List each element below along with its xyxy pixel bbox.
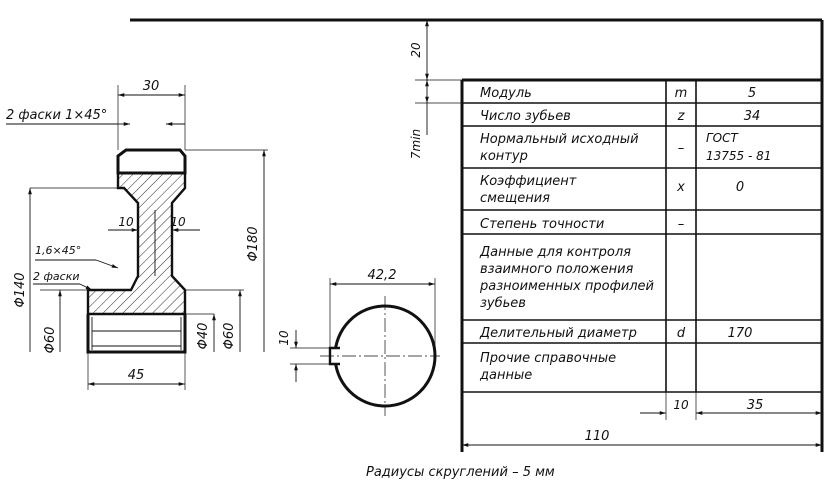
drawing-frame	[130, 18, 824, 452]
row-4-name: Степень точности	[480, 217, 604, 232]
row-3-value: 0	[736, 180, 744, 195]
row-2-symbol: –	[678, 141, 685, 156]
hub-outer-diameter-right: Φ60	[222, 323, 237, 350]
bore-diameter: Φ40	[196, 323, 211, 350]
offset-min-dim: 7min	[409, 129, 423, 159]
parameter-table: Модуль m 5 Число зубьев z 34 Нормальный …	[409, 20, 823, 452]
hub-chamfer-count: 2 фаски	[33, 270, 79, 283]
row-6-name: Делительный диаметр	[479, 326, 637, 341]
keyway-depth-dim: 42,2	[368, 268, 397, 283]
gear-hub-bore	[86, 314, 187, 354]
row-3-symbol: x	[676, 180, 685, 195]
gear-section: 30 2 фаски 1×45° 10 10 1,6×45° 2 фаски Φ…	[6, 79, 268, 390]
row-3-name-line-1: Коэффициент	[480, 174, 577, 189]
offset-top-dim: 20	[409, 42, 423, 58]
gear-section-hatch	[86, 171, 187, 316]
rim-chamfer-note: 2 фаски 1×45°	[6, 108, 107, 123]
row-1-value: 34	[744, 109, 761, 124]
col-symbol-dim: 10	[673, 398, 689, 412]
row-0-value: 5	[748, 86, 756, 101]
row-2-name-line-1: Нормальный исходный	[480, 132, 639, 147]
row-4-symbol: –	[678, 217, 685, 232]
row-5-name-line-4: зубьев	[480, 296, 526, 311]
row-3-name-line-2: смещения	[480, 191, 550, 206]
row-0-name: Модуль	[480, 86, 532, 101]
keyway-width-dim: 10	[277, 330, 291, 346]
row-1-name: Число зубьев	[480, 109, 571, 124]
gear-width-dim: 30	[143, 79, 160, 94]
fillet-radius-note: Радиусы скруглений – 5 мм	[366, 465, 555, 480]
row-5-name-line-3: разноименных профилей	[479, 279, 654, 294]
row-0-symbol: m	[675, 86, 688, 101]
keyway-view: 42,2 10	[277, 268, 440, 416]
gear-rim-outline	[116, 148, 187, 175]
row-2-value-line-2: 13755 - 81	[706, 149, 771, 163]
row-5-name-line-1: Данные для контроля	[479, 245, 631, 260]
row-6-symbol: d	[677, 326, 686, 341]
total-width-dim: 110	[585, 429, 610, 444]
web-left-dim: 10	[118, 215, 134, 229]
row-7-name-line-1: Прочие справочные	[480, 351, 616, 366]
hub-outer-diameter-left: Φ60	[43, 327, 58, 354]
row-1-symbol: z	[677, 109, 686, 124]
rim-inner-diameter: Φ140	[13, 272, 28, 307]
web-right-dim: 10	[170, 215, 186, 229]
row-2-name-line-2: контур	[480, 149, 528, 164]
hub-chamfer-size: 1,6×45°	[35, 244, 81, 257]
col-value-dim: 35	[747, 398, 764, 413]
row-5-name-line-2: взаимного положения	[480, 262, 634, 277]
outer-diameter: Φ180	[246, 226, 261, 261]
row-6-value: 170	[728, 326, 753, 341]
row-7-name-line-2: данные	[479, 368, 532, 383]
row-2-value-line-1: ГОСТ	[706, 131, 740, 145]
hub-length-dim: 45	[128, 368, 145, 383]
